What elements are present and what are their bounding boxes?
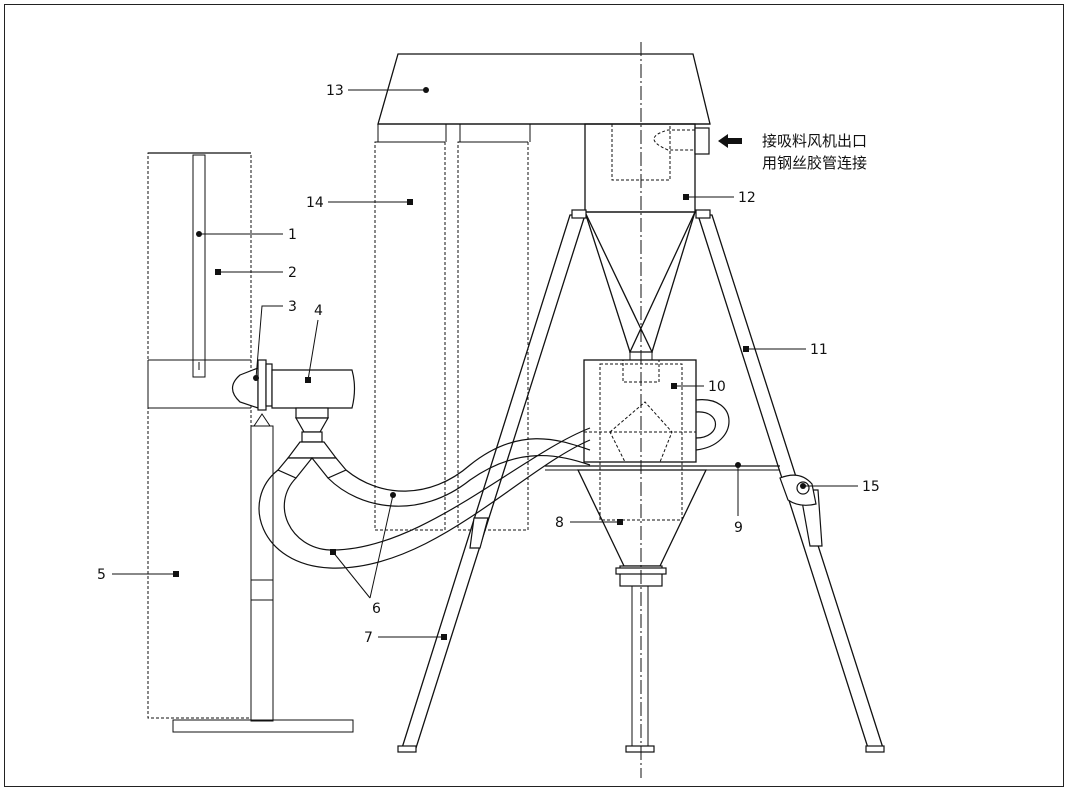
inlet-arrow	[718, 134, 742, 148]
y-branch	[277, 441, 347, 479]
label-9: 9	[734, 520, 743, 536]
label-6: 6	[372, 601, 381, 617]
label-8: 8	[555, 515, 564, 531]
flexible-hoses	[258, 399, 730, 569]
vibrator-motor	[779, 474, 817, 506]
label-10: 10	[708, 379, 726, 395]
level-probe	[192, 154, 206, 378]
label-7: 7	[364, 630, 373, 646]
label-5: 5	[97, 567, 106, 583]
silo-body	[147, 152, 252, 719]
label-13: 13	[326, 83, 344, 99]
label-4: 4	[314, 303, 323, 319]
filter-bags	[374, 124, 531, 531]
collector-box	[583, 359, 697, 521]
label-12: 12	[738, 190, 756, 206]
lower-hopper	[545, 465, 780, 753]
label-2: 2	[288, 265, 297, 281]
note-line-1: 接吸料风机出口	[762, 132, 867, 150]
label-3: 3	[288, 299, 297, 315]
label-1: 1	[288, 227, 297, 243]
label-14: 14	[306, 195, 324, 211]
label-11: 11	[810, 342, 828, 358]
leader-lines	[112, 87, 858, 640]
silo-stand	[172, 413, 354, 733]
suction-pipe	[271, 369, 356, 443]
note-line-2: 用钢丝胶管连接	[762, 154, 867, 172]
diagram-frame	[4, 4, 1064, 787]
label-15: 15	[862, 479, 880, 495]
flange-connector	[231, 359, 273, 411]
cyclone-separator	[583, 123, 710, 383]
